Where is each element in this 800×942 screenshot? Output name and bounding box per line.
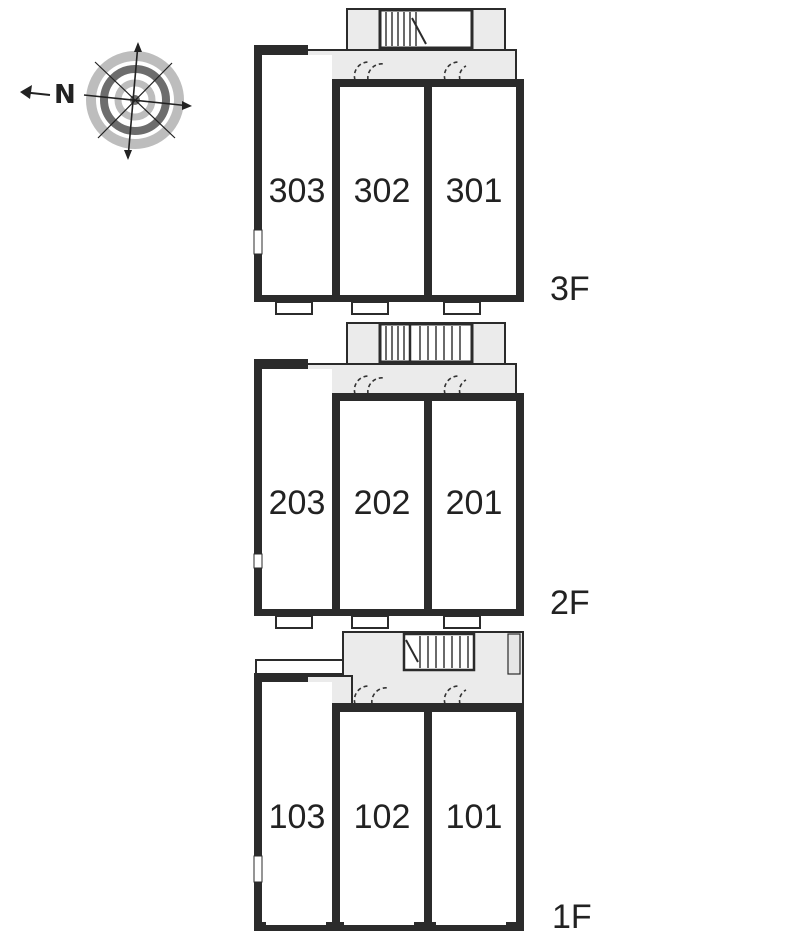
unit-label: 103	[269, 798, 326, 836]
unit-label: 301	[446, 172, 503, 210]
stairs-icon	[402, 632, 476, 672]
stairs-icon	[378, 8, 474, 50]
floor-label: 3F	[550, 270, 590, 308]
floor-label: 1F	[552, 898, 592, 936]
stairs-icon	[378, 322, 474, 364]
unit-label: 303	[269, 172, 326, 210]
floor-label: 2F	[550, 584, 590, 622]
unit-label: 203	[269, 484, 326, 522]
north-label: N	[54, 80, 76, 110]
floor-3f: 303 302 301 3F	[253, 8, 590, 315]
unit-label: 302	[354, 172, 411, 210]
compass-rose-icon: N	[20, 42, 192, 160]
unit-label: 202	[354, 484, 411, 522]
floor-1f: 103 102 101 1F	[253, 631, 592, 936]
floor-2f: 203 202 201 2F	[253, 322, 590, 629]
unit-label: 201	[446, 484, 503, 522]
unit-label: 101	[446, 798, 503, 836]
unit-label: 102	[354, 798, 411, 836]
